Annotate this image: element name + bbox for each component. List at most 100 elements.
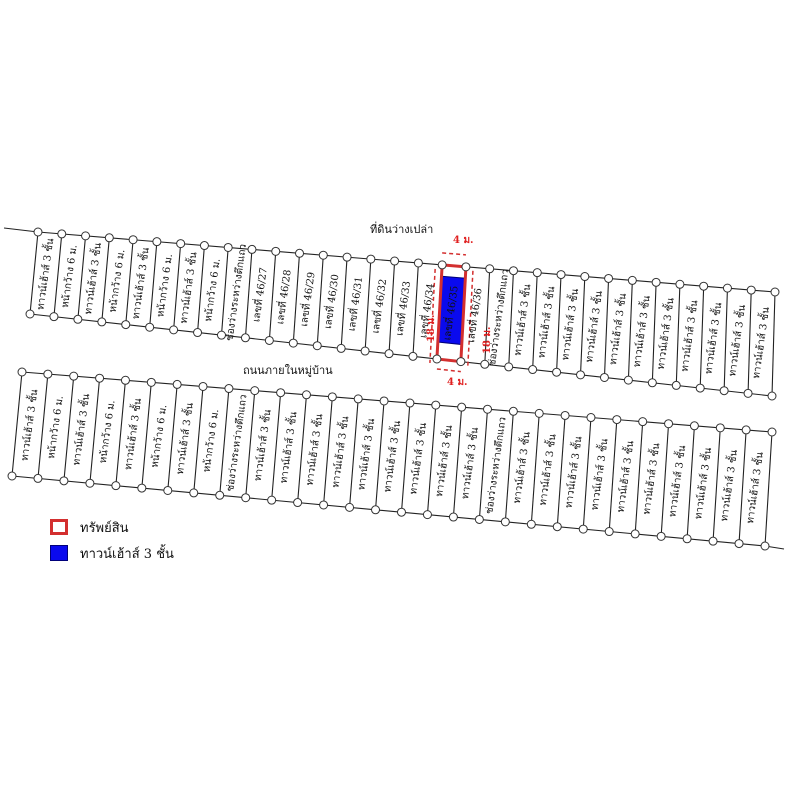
corner-marker <box>552 522 562 532</box>
bottom-row-lot-divider <box>660 423 670 537</box>
dimension-width-top: 4 ม. <box>453 235 474 246</box>
corner-marker <box>580 272 590 282</box>
corner-marker <box>121 320 131 330</box>
corner-marker <box>552 367 562 377</box>
corner-marker <box>405 398 415 408</box>
corner-marker <box>371 505 381 515</box>
top-row-lot-label: เลขที่ 46/29 <box>296 271 318 327</box>
top-row-lot-divider <box>29 231 39 315</box>
top-row-lot-divider <box>268 251 277 341</box>
corner-marker <box>17 367 27 377</box>
bottom-row-lot-divider <box>452 407 463 518</box>
top-row-lot-label: ทาวน์เฮ้าส์ 3 ชั้น <box>700 301 724 375</box>
top-row-lot-divider <box>508 270 515 367</box>
top-row-lot-divider <box>651 282 657 383</box>
bottom-row-lot-label: ทาวน์เฮ้าส์ 3 ชั้น <box>276 410 300 484</box>
top-row-lot-divider <box>723 288 729 391</box>
corner-marker <box>312 341 322 351</box>
townhouse-swatch-icon <box>50 545 68 561</box>
corner-marker <box>461 262 471 272</box>
corner-marker <box>722 283 732 293</box>
bottom-row-lot-divider <box>712 427 721 542</box>
bottom-row-lot-divider <box>530 413 540 525</box>
bottom-row-lot-label: ทาวน์เฮ้าส์ 3 ชั้น <box>457 426 481 500</box>
top-row-lot-divider <box>244 249 253 338</box>
bottom-row-lot-label: ทาวน์เฮ้าส์ 3 ชั้น <box>509 431 533 505</box>
corner-marker <box>276 388 286 398</box>
bottom-row-lot-divider <box>37 374 49 479</box>
top-row-lot-divider <box>412 262 419 357</box>
corner-marker <box>612 415 622 425</box>
bottom-row-lot-divider <box>764 431 773 547</box>
corner-marker <box>743 388 753 398</box>
corner-marker <box>422 510 432 520</box>
corner-marker <box>247 244 257 254</box>
bottom-row-lot-label: ทาวน์เฮ้าส์ 3 ชั้น <box>535 433 559 507</box>
corner-marker <box>682 534 692 544</box>
top-row-lot-divider <box>101 237 110 322</box>
bottom-row-lot-label: ทาวน์เฮ้าส์ 3 ชั้น <box>68 392 92 466</box>
corner-marker <box>623 375 633 385</box>
corner-marker <box>295 248 305 258</box>
corner-marker <box>508 406 518 416</box>
corner-marker <box>318 250 328 260</box>
corner-marker <box>198 381 208 391</box>
corner-marker <box>128 235 138 245</box>
corner-marker <box>241 493 251 503</box>
corner-marker <box>734 539 744 549</box>
corner-marker <box>43 369 53 379</box>
top-row-lot-label: ทาวน์เฮ้าส์ 3 ชั้น <box>724 303 748 377</box>
corner-marker <box>695 383 705 393</box>
public-area-label: ที่ดินว่างเปล่า <box>370 221 433 236</box>
top-row-lot-divider <box>627 280 633 381</box>
corner-marker <box>741 425 751 435</box>
corner-marker <box>215 490 225 500</box>
top-row-lot-label: ทาวน์เฮ้าส์ 3 ชั้น <box>677 299 701 373</box>
top-row-lot-label: ทาวน์เฮ้าส์ 3 ชั้น <box>748 306 772 380</box>
corner-marker <box>699 281 709 291</box>
corner-marker <box>604 527 614 537</box>
corner-marker <box>327 392 337 402</box>
corner-marker <box>508 266 518 276</box>
legend-asset-label: ทรัพย์สิน <box>80 520 129 536</box>
depth-dimension-line <box>429 268 436 364</box>
corner-marker <box>485 264 495 274</box>
corner-markers <box>7 227 780 551</box>
legend-item-townhouse: ทาวน์เฮ้าส์ 3 ชั้น <box>50 540 174 566</box>
corner-marker <box>49 312 59 322</box>
bottom-row-lot-label: ทาวน์เฮ้าส์ 3 ชั้น <box>664 444 688 518</box>
corner-marker <box>145 322 155 332</box>
top-row-lot-divider <box>220 247 229 336</box>
bottom-row-lot-divider <box>608 419 618 532</box>
top-row-lot-divider <box>388 260 396 354</box>
corner-marker <box>85 478 95 488</box>
bottom-row-lot-label: ทาวน์เฮ้าส์ 3 ชั้น <box>120 397 144 471</box>
corner-marker <box>7 471 17 481</box>
width-dimension-line <box>442 252 466 256</box>
bottom-row-lot-divider <box>634 421 644 534</box>
corner-marker <box>97 317 107 327</box>
corner-marker <box>708 536 718 546</box>
corner-marker <box>152 237 162 247</box>
top-row-lot-divider <box>532 272 538 370</box>
asset-swatch-icon <box>50 519 68 535</box>
lot-lines <box>3 227 785 550</box>
corner-marker <box>189 488 199 498</box>
corner-marker <box>95 373 105 383</box>
depth-dimension-line <box>467 270 474 366</box>
corner-marker <box>456 357 466 367</box>
corner-marker <box>627 275 637 285</box>
corner-marker <box>500 517 510 527</box>
corner-marker <box>25 309 35 319</box>
corner-marker <box>336 343 346 353</box>
corner-marker <box>288 338 298 348</box>
top-row-lot-label: เลขที่ 46/33 <box>392 280 414 336</box>
bottom-row-lot-label: ทาวน์เฮ้าส์ 3 ชั้น <box>587 437 611 511</box>
corner-marker <box>57 229 67 239</box>
top-row-lot-label: ทาวน์เฮ้าส์ 3 ชั้น <box>605 292 629 366</box>
bottom-row-lot-divider <box>738 429 747 544</box>
bottom-row-lot-label: ช่องว่างระหว่างตึกแถว <box>224 394 250 493</box>
corner-marker <box>250 386 260 396</box>
corner-marker <box>172 379 182 389</box>
corner-marker <box>345 502 355 512</box>
